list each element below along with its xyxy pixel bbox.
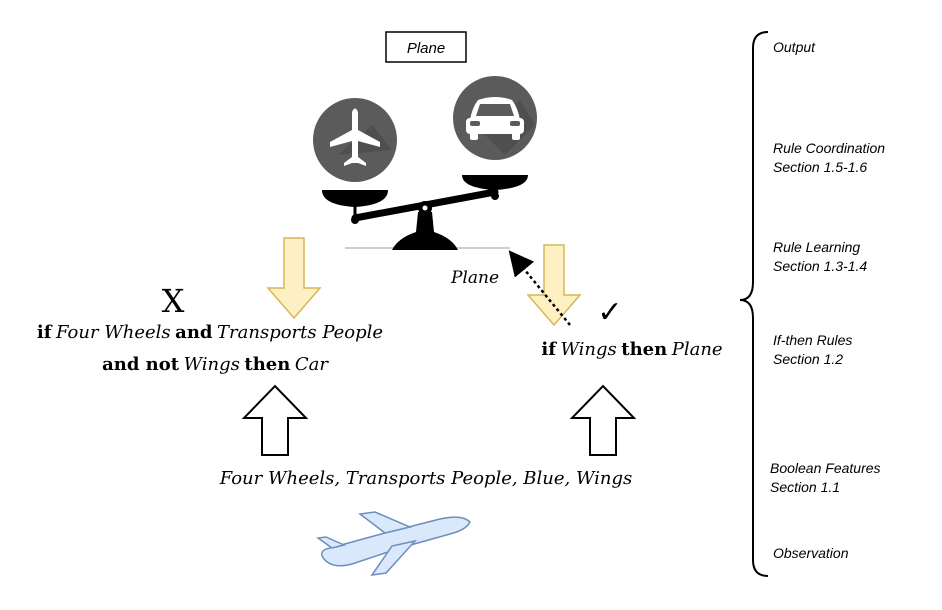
svg-text:Section 1.3-1.4: Section 1.3-1.4 (773, 258, 867, 274)
white-up-arrow-left (241, 384, 309, 456)
balance-scale-icon (322, 175, 528, 250)
output-box: Plane (385, 31, 467, 63)
boolean-features-text: Four Wheels, Transports People, Blue, Wi… (219, 468, 633, 489)
level-if-then-rules: If-then Rules Section 1.2 (773, 332, 852, 367)
white-up-arrow-right (569, 384, 637, 456)
level-observation: Observation (773, 545, 849, 561)
svg-text:Rule Learning: Rule Learning (773, 239, 860, 255)
svg-text:Observation: Observation (773, 545, 849, 561)
rule-car-line1: if Four Wheels and Transports People (37, 322, 383, 343)
svg-text:Boolean Features: Boolean Features (770, 460, 881, 476)
svg-text:If-then Rules: If-then Rules (773, 332, 852, 348)
cross-mark: X (162, 282, 185, 320)
svg-text:Output: Output (773, 39, 816, 55)
rule-car-line2: and not Wings then Car (102, 354, 329, 375)
decision-label: Plane (450, 268, 499, 288)
svg-text:Rule Coordination: Rule Coordination (773, 140, 885, 156)
airplane-icon (313, 98, 397, 182)
car-icon (453, 76, 537, 160)
yellow-down-arrow-left (266, 237, 322, 320)
svg-text:Section 1.5-1.6: Section 1.5-1.6 (773, 159, 867, 175)
yellow-down-arrow-right (526, 244, 582, 327)
level-rule-learning: Rule Learning Section 1.3-1.4 (773, 239, 867, 274)
output-label: Plane (407, 40, 445, 57)
check-mark: ✓ (597, 295, 622, 330)
airplane-silhouette-icon (316, 511, 471, 576)
rule-plane: if Wings then Plane (541, 339, 722, 360)
svg-text:Section 1.2: Section 1.2 (773, 351, 843, 367)
level-brace (739, 31, 769, 577)
svg-text:Section 1.1: Section 1.1 (770, 479, 840, 495)
level-output: Output (773, 39, 816, 55)
level-boolean-features: Boolean Features Section 1.1 (770, 460, 881, 495)
level-rule-coordination: Rule Coordination Section 1.5-1.6 (773, 140, 885, 175)
dotted-arrow (508, 250, 571, 326)
